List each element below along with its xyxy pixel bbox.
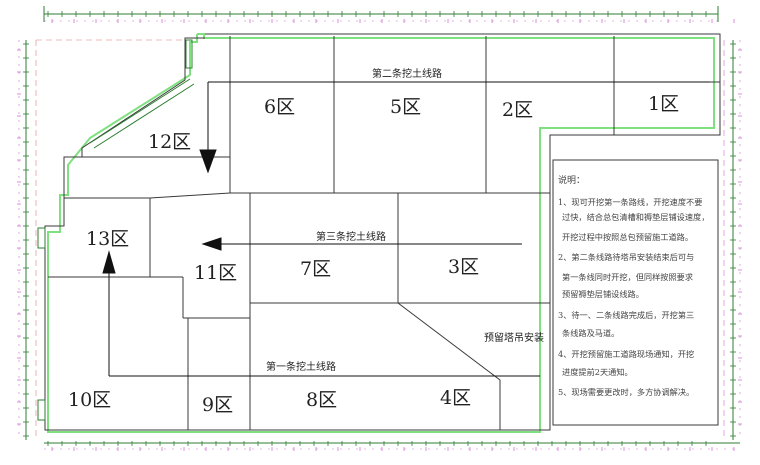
- site-boundary: [47, 33, 715, 433]
- notes-line: 条线路及马道。: [562, 328, 619, 338]
- route-first-arrowhead: [102, 250, 116, 274]
- bottom-dimension-line: [44, 442, 740, 450]
- zone-label-1: 1区: [648, 93, 679, 115]
- right-dimension-line: [732, 40, 741, 440]
- notes-line: 进度提前2天通知。: [562, 367, 633, 377]
- zone-label-2: 2区: [502, 99, 533, 121]
- notes-line: 2、第二条线路待塔吊安装结束后可与: [558, 252, 694, 262]
- route-second-arrowhead: [199, 149, 217, 174]
- route-label-second: 第二条挖土线路: [372, 67, 442, 80]
- route-labels: 第二条挖土线路 第三条挖土线路 第一条挖土线路 预留塔吊安装: [266, 67, 544, 373]
- left-dimension-line: [18, 40, 27, 440]
- zone-label-10: 10区: [68, 389, 111, 411]
- notes-line: 5、现场需要更改时，多方协调解决。: [558, 387, 694, 397]
- zone-label-3: 3区: [448, 256, 479, 278]
- notes-panel: 说明： 1、现可开挖第一条路线，开挖速度不要过快，结合总包清槽和褥垫层铺设速度，…: [552, 159, 719, 426]
- notes-line: 1、现可开挖第一条路线，开挖速度不要: [558, 197, 702, 207]
- notes-line: 4、开挖预留施工道路现场通知，开挖: [558, 349, 694, 359]
- zone-label-9: 9区: [202, 394, 233, 416]
- shoring-piles: [89, 78, 195, 149]
- route-label-third: 第三条挖土线路: [316, 230, 386, 243]
- zone-label-12: 12区: [148, 131, 191, 153]
- route-third-arrowhead: [201, 237, 222, 251]
- notes-line: 3、待一、二条线路完成后，开挖第三: [558, 310, 694, 320]
- top-dimension-line: [43, 6, 719, 22]
- excavation-outline: [44, 33, 721, 431]
- zone-label-5: 5区: [390, 96, 421, 118]
- zone-grid: [48, 36, 720, 430]
- notes-line: 预留褥垫层铺设线路。: [562, 289, 644, 299]
- zone-labels: 1区 2区 3区 4区 5区 6区 7区 8区 9区 10区 11区 12区 1…: [68, 93, 679, 416]
- route-arrows: [102, 81, 710, 377]
- side-walls: [37, 39, 193, 421]
- zone-label-8: 8区: [306, 389, 337, 411]
- zone-label-4: 4区: [440, 387, 471, 409]
- zone-label-7: 7区: [300, 258, 331, 280]
- notes-line: 开挖过程中按照总包预留施工道路。: [562, 232, 693, 242]
- crane-reserve-label: 预留塔吊安装: [484, 331, 544, 344]
- notes-box: [552, 159, 719, 426]
- notes-line: 过快，结合总包清槽和褥垫层铺设速度，: [562, 212, 709, 222]
- notes-line: 第一条线同时开挖，但同样按照要求: [562, 272, 693, 282]
- zone-label-13: 13区: [86, 228, 129, 250]
- notes-title: 说明：: [558, 174, 585, 186]
- zone-label-11: 11区: [194, 262, 237, 284]
- axis-lines: [35, 39, 725, 440]
- route-label-first: 第一条挖土线路: [266, 360, 336, 373]
- zone-label-6: 6区: [264, 96, 295, 118]
